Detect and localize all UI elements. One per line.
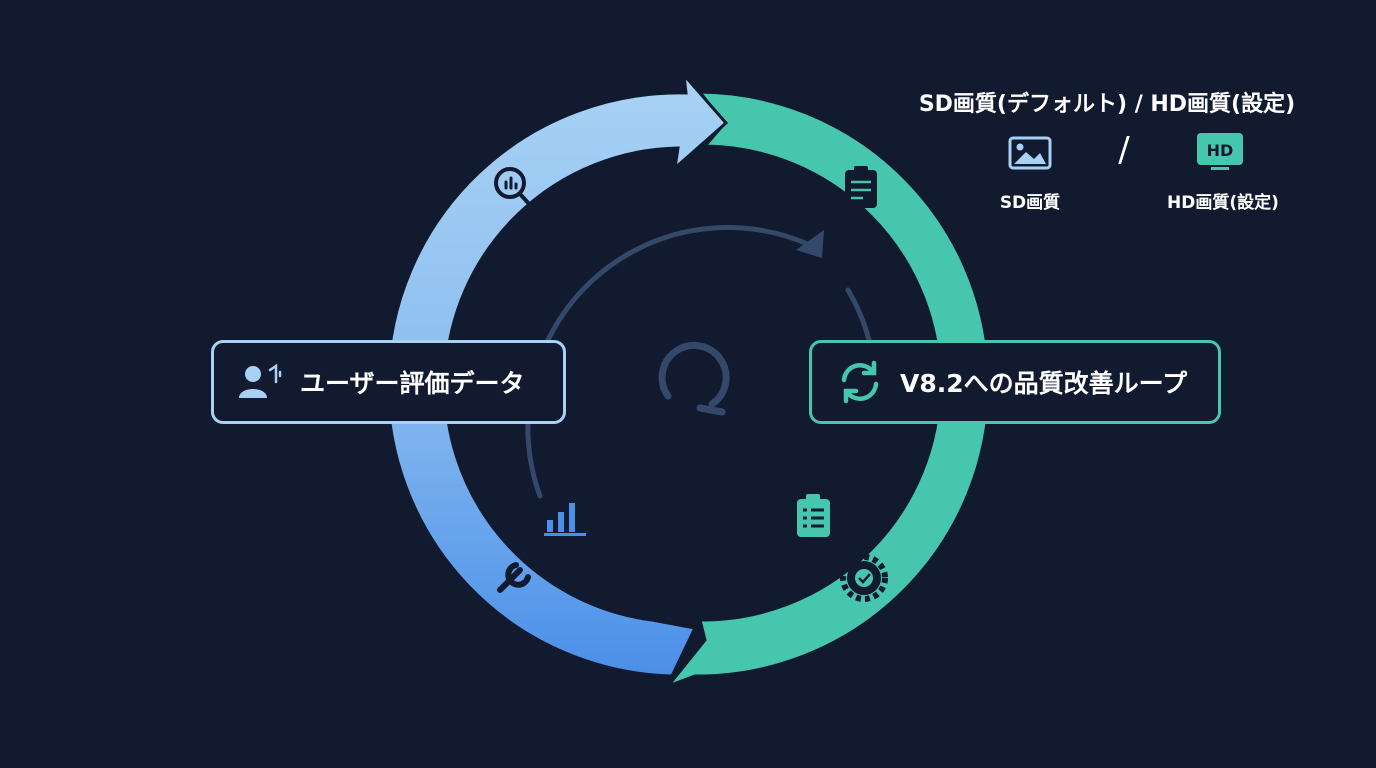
wrench-icon: [497, 562, 531, 593]
checklist-icon: [797, 494, 830, 537]
clipboard-icon: [845, 166, 877, 208]
inner-progress-arc-right: [845, 287, 872, 343]
gear-check-icon: [840, 554, 888, 602]
svg-text:HD: HD: [1207, 141, 1234, 160]
refresh-loop-icon: [658, 342, 730, 416]
user-feedback-icon: [239, 363, 282, 398]
legend-sd-label: SD画質: [999, 193, 1061, 213]
user-rating-data-box: ユーザー評価データ: [211, 340, 566, 424]
inner-arc-arrowhead: [796, 230, 824, 258]
teal-cycle-arrow: [663, 90, 991, 690]
quality-improvement-loop-box: V8.2への品質改善ループ: [809, 340, 1221, 424]
quality-legend-title: SD画質(デフォルト) / HD画質(設定): [918, 92, 1296, 117]
user-rating-data-label: ユーザー評価データ: [300, 369, 525, 398]
hd-monitor-icon: HD: [1197, 133, 1243, 170]
inner-progress-arc: [525, 225, 815, 499]
bar-chart-icon: [544, 503, 586, 536]
blue-cycle-arrow: [385, 70, 729, 678]
image-icon: [1008, 136, 1052, 170]
legend-hd-label: HD画質(設定): [1167, 193, 1279, 213]
analytics-search-icon: [494, 167, 533, 208]
quality-improvement-loop-label: V8.2への品質改善ループ: [900, 369, 1188, 398]
legend-separator: /: [1118, 130, 1130, 170]
sync-icon: [841, 360, 879, 404]
